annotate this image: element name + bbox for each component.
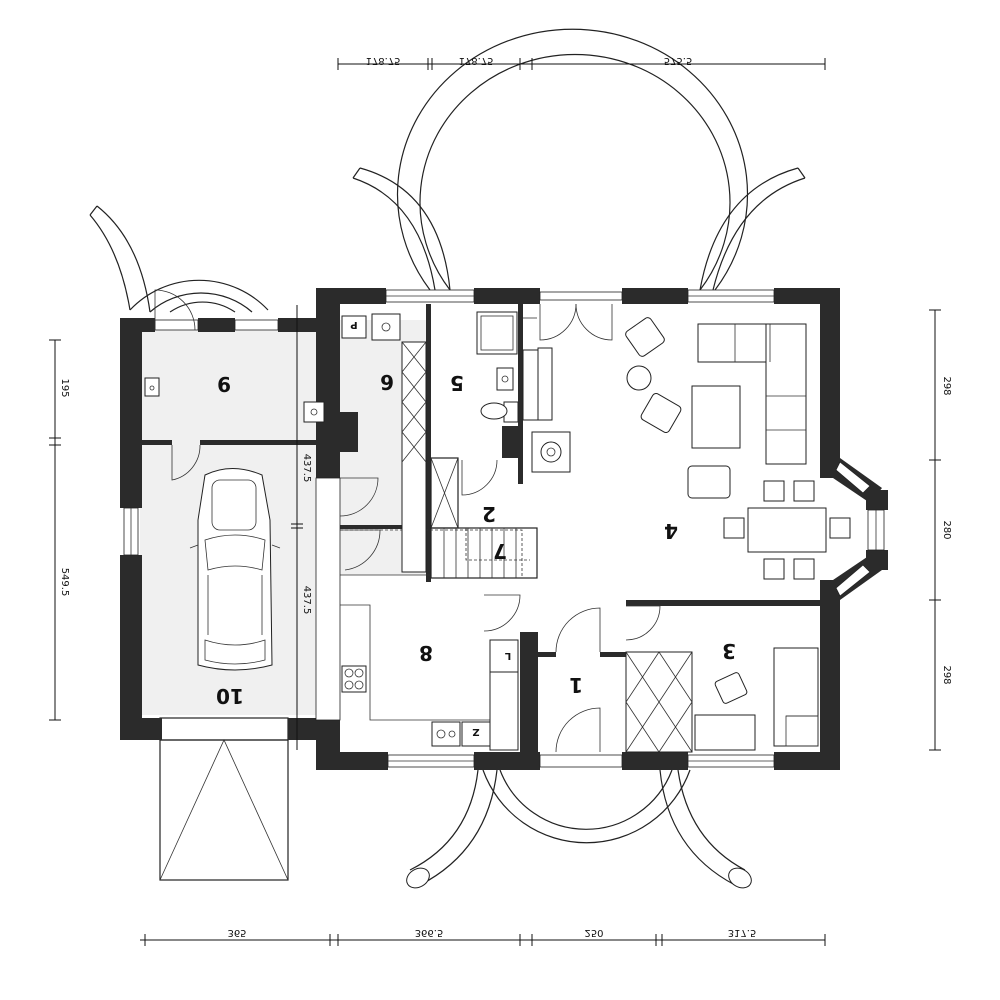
furniture [144,311,851,753]
dim-top-1: 178.75 [366,55,401,66]
dim-right-1: 298 [941,376,952,395]
room-label-8: 8 [419,641,433,665]
dim-bottom-2: 366.5 [415,927,444,938]
dimension-lines [49,58,941,946]
room-label-5: 5 [450,371,464,395]
room-label-7: 7 [493,539,507,563]
room-labels: 9 6 5 2 7 4 8 3 1 10 [216,370,736,708]
dim-top-2: 178.75 [459,55,494,66]
dim-bottom-1: 365 [227,927,246,938]
dim-bottom-3: 250 [584,927,603,938]
doors [154,289,661,753]
stairs [340,457,538,579]
room-label-2: 2 [482,502,496,526]
dim-right-3: 298 [941,665,952,684]
garden-arcs [89,28,806,889]
windows [123,289,885,768]
sink-tag: P [350,319,357,330]
fixture-tags: P Z L [350,319,511,737]
room-label-10: 10 [216,684,244,708]
car-icon [189,468,281,671]
room-label-9: 9 [217,372,231,396]
room-label-3: 3 [722,639,736,663]
dim-inner-2: 437.5 [301,586,312,615]
room-label-6: 6 [380,370,394,394]
dim-top-3: 575.5 [664,55,693,66]
fridge-tag: Z [472,726,479,737]
room-label-4: 4 [664,519,678,543]
dimension-labels: 178.75 178.75 575.5 365 366.5 250 317.5 … [59,55,952,938]
dim-right-2: 280 [941,520,952,539]
dim-left-2: 549.5 [59,568,70,597]
l-tag: L [504,650,511,661]
dim-left-1: 195 [59,378,70,397]
dim-bottom-4: 317.5 [728,927,757,938]
dim-inner-1: 437.5 [301,454,312,483]
room-label-1: 1 [569,673,583,697]
carport [159,717,289,881]
